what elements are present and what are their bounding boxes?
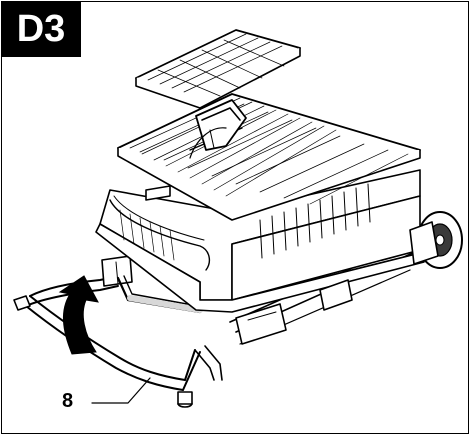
table-top (117, 93, 421, 221)
callout-leader-line (91, 377, 151, 404)
wheel (409, 211, 463, 269)
saw-body (95, 169, 425, 313)
table-extension (135, 29, 301, 109)
rotation-arrow (58, 275, 99, 355)
callout-label-8: 8 (62, 390, 74, 412)
lower-mechanism (235, 279, 353, 345)
figure-badge: D3 (1, 1, 81, 57)
blade-guard (189, 99, 247, 159)
